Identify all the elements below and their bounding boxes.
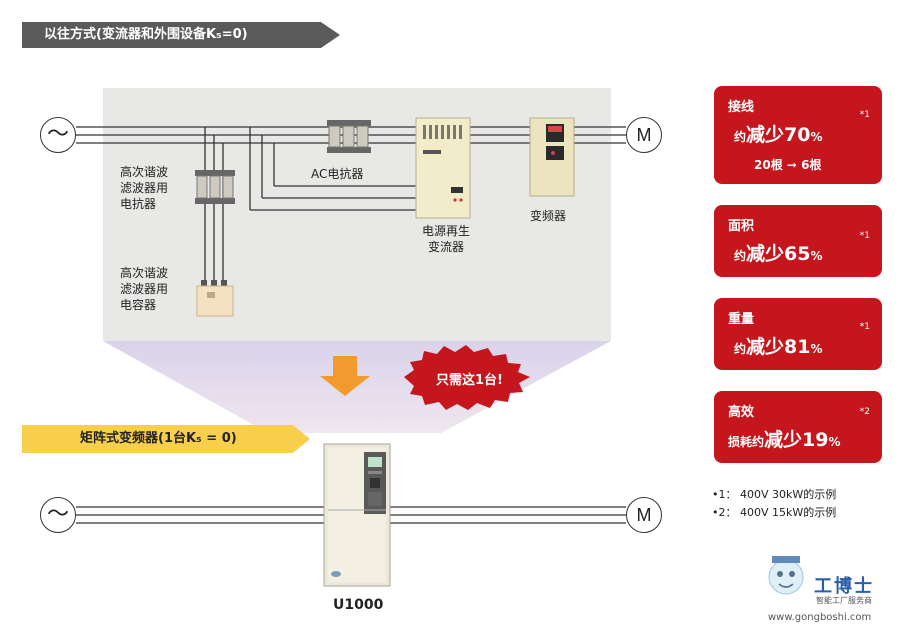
wire-count-change: 20根 ➞ 6根: [754, 158, 822, 172]
card-note: *1: [859, 231, 870, 241]
card-note: *1: [859, 110, 870, 120]
regen-converter-icon: [415, 117, 471, 219]
funnel-shape: [103, 341, 611, 433]
card-note: *2: [859, 407, 870, 417]
watermark-url: www.gongboshi.com: [768, 612, 872, 623]
watermark-tagline: 智能工厂服务商: [816, 596, 872, 605]
card-title: 高效: [728, 405, 755, 420]
card-value: 约减少70%: [734, 124, 823, 146]
footnote-1: •1： 400V 30kW的示例: [712, 488, 837, 501]
card-efficiency: 高效 *2 损耗约减少19%: [714, 391, 882, 463]
card-wiring: 接线 *1 约减少70% 20根 ➞ 6根: [714, 86, 882, 184]
down-arrow-icon: [320, 356, 370, 396]
motor-top-icon: M: [626, 117, 662, 153]
watermark-name: 工博士: [814, 576, 874, 597]
watermark-mascot-icon: [768, 556, 804, 595]
u1000-drive-icon: [323, 443, 391, 587]
card-note: *1: [859, 322, 870, 332]
motor-bottom-icon: M: [626, 497, 662, 533]
card-value: 约减少65%: [734, 243, 823, 265]
card-value: 损耗约减少19%: [728, 429, 841, 451]
card-title: 面积: [728, 219, 755, 234]
card-value: 约减少81%: [734, 336, 823, 358]
ac-source-bottom-icon: 〜: [40, 497, 76, 533]
harmonic-reactor-icon: [195, 170, 235, 204]
matrix-drive-banner: 矩阵式变频器(1台K₅ = 0): [22, 425, 310, 453]
inverter-icon: [529, 117, 575, 197]
card-area: 面积 *1 约减少65%: [714, 205, 882, 277]
callout-burst-shape: [404, 345, 530, 410]
harmonic-reactor-label: 高次谐波 滤波器用 电抗器: [120, 165, 169, 211]
ac-reactor-icon: [327, 120, 371, 153]
ac-reactor-label: AC电抗器: [311, 167, 364, 181]
card-title: 接线: [728, 100, 755, 115]
harmonic-capacitor-icon: [196, 280, 234, 317]
regen-converter-label: 电源再生 变流器: [421, 224, 470, 254]
callout-text: 只需这1台!: [436, 373, 503, 388]
card-weight: 重量 *1 约减少81%: [714, 298, 882, 370]
footnote-2: •2： 400V 15kW的示例: [712, 506, 837, 519]
inverter-label: 变频器: [530, 209, 567, 223]
card-title: 重量: [728, 312, 755, 327]
right-arrow-icon: ➞: [786, 158, 797, 172]
conventional-method-banner: 以往方式(变流器和外围设备K₅=0): [22, 22, 340, 48]
harmonic-capacitor-label: 高次谐波 滤波器用 电容器: [120, 266, 169, 312]
ac-source-top-icon: 〜: [40, 117, 76, 153]
u1000-label: U1000: [333, 597, 384, 613]
